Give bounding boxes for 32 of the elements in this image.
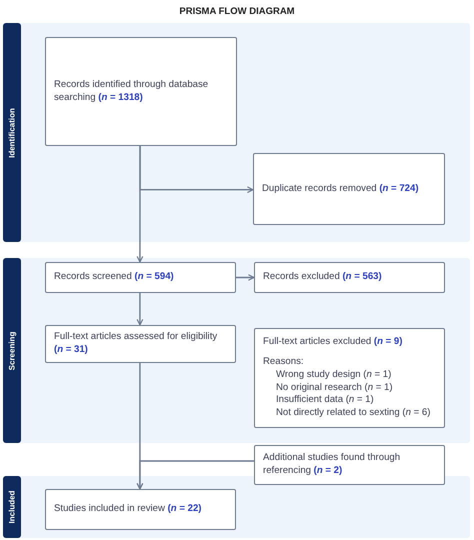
process-box — [45, 325, 236, 363]
box-subheading: Reasons: — [263, 356, 305, 369]
stage-label: Included — [8, 490, 16, 524]
reason-item: Insufficient data (n = 1) — [275, 394, 375, 408]
box-text: Studies included in review (n = 22) — [54, 503, 202, 516]
stage-band — [3, 23, 470, 242]
reason-item: Not directly related to sexting (n = 6) — [275, 407, 432, 420]
reason-item: Wrong study design (n = 1) — [275, 368, 392, 382]
box-text: Records screened (n = 594) — [54, 271, 175, 284]
stage-label: Screening — [8, 331, 16, 370]
process-box — [254, 328, 445, 428]
stage-band — [3, 258, 470, 443]
box-text: Records identified through database searching (n = 1318) — [54, 78, 210, 104]
box-text: Additional studies found through referencing (n = 2) — [263, 452, 402, 478]
process-box — [254, 445, 445, 485]
arrow — [136, 146, 144, 263]
box-text: Full-text articles excluded (n = 9) — [263, 336, 404, 349]
process-box — [45, 37, 237, 146]
process-box — [45, 489, 236, 530]
box-text: Duplicate records removed (n = 724) — [262, 182, 420, 196]
box-text: Full-text articles assessed for eligibility (n = 31) — [54, 331, 218, 357]
stage-band — [3, 476, 470, 538]
process-box — [253, 153, 445, 225]
diagram-title: PRISMA FLOW DIAGRAM — [178, 6, 296, 17]
stage-label: Identification — [8, 108, 16, 158]
arrow — [136, 460, 254, 490]
arrow — [136, 293, 144, 326]
arrow — [236, 274, 255, 281]
reason-item: No original research (n = 1) — [275, 382, 394, 394]
process-box — [254, 262, 445, 293]
process-box — [45, 262, 236, 293]
box-text: Records excluded (n = 563) — [263, 271, 383, 284]
